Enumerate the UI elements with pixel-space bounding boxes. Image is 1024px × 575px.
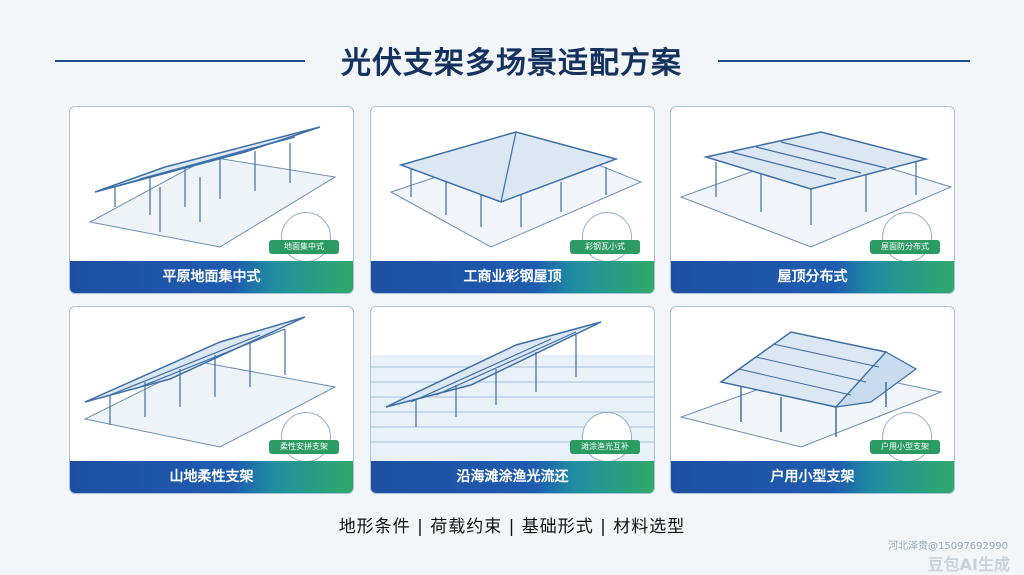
card-title: 平原地面集中式 <box>70 261 353 293</box>
badge-thumbnail-icon <box>281 412 331 462</box>
card-title: 山地柔性支架 <box>70 461 353 493</box>
badge: 户用小型支架 <box>870 412 944 462</box>
badge-label: 彩钢瓦小式 <box>570 240 640 254</box>
card-plain-ground[interactable]: 地面集中式 平原地面集中式 <box>69 106 354 294</box>
footer-criteria: 地形条件 | 荷载约束 | 基础形式 | 材料选型 <box>338 517 686 537</box>
badge-label: 柔性安拼支架 <box>269 440 339 454</box>
title-divider-left <box>55 60 305 62</box>
flexible-mount-illustration <box>83 316 337 448</box>
card-title: 沿海滩涂渔光流还 <box>371 461 654 493</box>
badge-label: 地面集中式 <box>269 240 339 254</box>
badge-label: 屋面防分布式 <box>870 240 940 254</box>
author-watermark: 河北泽贵@15097692990 <box>888 541 1008 552</box>
badge-label: 滩涂渔光互补 <box>570 440 640 454</box>
page-title: 光伏支架多场景适配方案 <box>341 46 682 81</box>
card-commercial-roof[interactable]: 彩钢瓦小式 工商业彩钢屋顶 <box>370 106 655 294</box>
residential-roof-illustration <box>679 331 943 448</box>
card-mountain-flexible[interactable]: 柔性安拼支架 山地柔性支架 <box>69 306 354 494</box>
badge-label: 户用小型支架 <box>870 440 940 454</box>
card-distributed-roof[interactable]: 屋面防分布式 屋顶分布式 <box>670 106 955 294</box>
badge-thumbnail-icon <box>582 412 632 462</box>
badge: 柔性安拼支架 <box>269 412 343 462</box>
card-residential[interactable]: 户用小型支架 户用小型支架 <box>670 306 955 494</box>
card-title: 户用小型支架 <box>671 461 954 493</box>
card-title: 工商业彩钢屋顶 <box>371 261 654 293</box>
badge: 滩涂渔光互补 <box>570 412 644 462</box>
badge: 彩钢瓦小式 <box>570 212 644 262</box>
badge: 地面集中式 <box>269 212 343 262</box>
steel-roof-illustration <box>389 131 643 248</box>
badge-thumbnail-icon <box>281 212 331 262</box>
ai-watermark: 豆包AI生成 <box>927 555 1010 574</box>
distributed-roof-illustration <box>679 131 953 248</box>
ground-mount-illustration <box>88 126 337 248</box>
badge-thumbnail-icon <box>882 212 932 262</box>
card-title: 屋顶分布式 <box>671 261 954 293</box>
header: 光伏支架多场景适配方案 <box>0 38 1024 84</box>
title-divider-right <box>718 60 970 62</box>
badge: 屋面防分布式 <box>870 212 944 262</box>
badge-thumbnail-icon <box>582 212 632 262</box>
badge-thumbnail-icon <box>882 412 932 462</box>
card-coastal-fishery[interactable]: 滩涂渔光互补 沿海滩涂渔光流还 <box>370 306 655 494</box>
